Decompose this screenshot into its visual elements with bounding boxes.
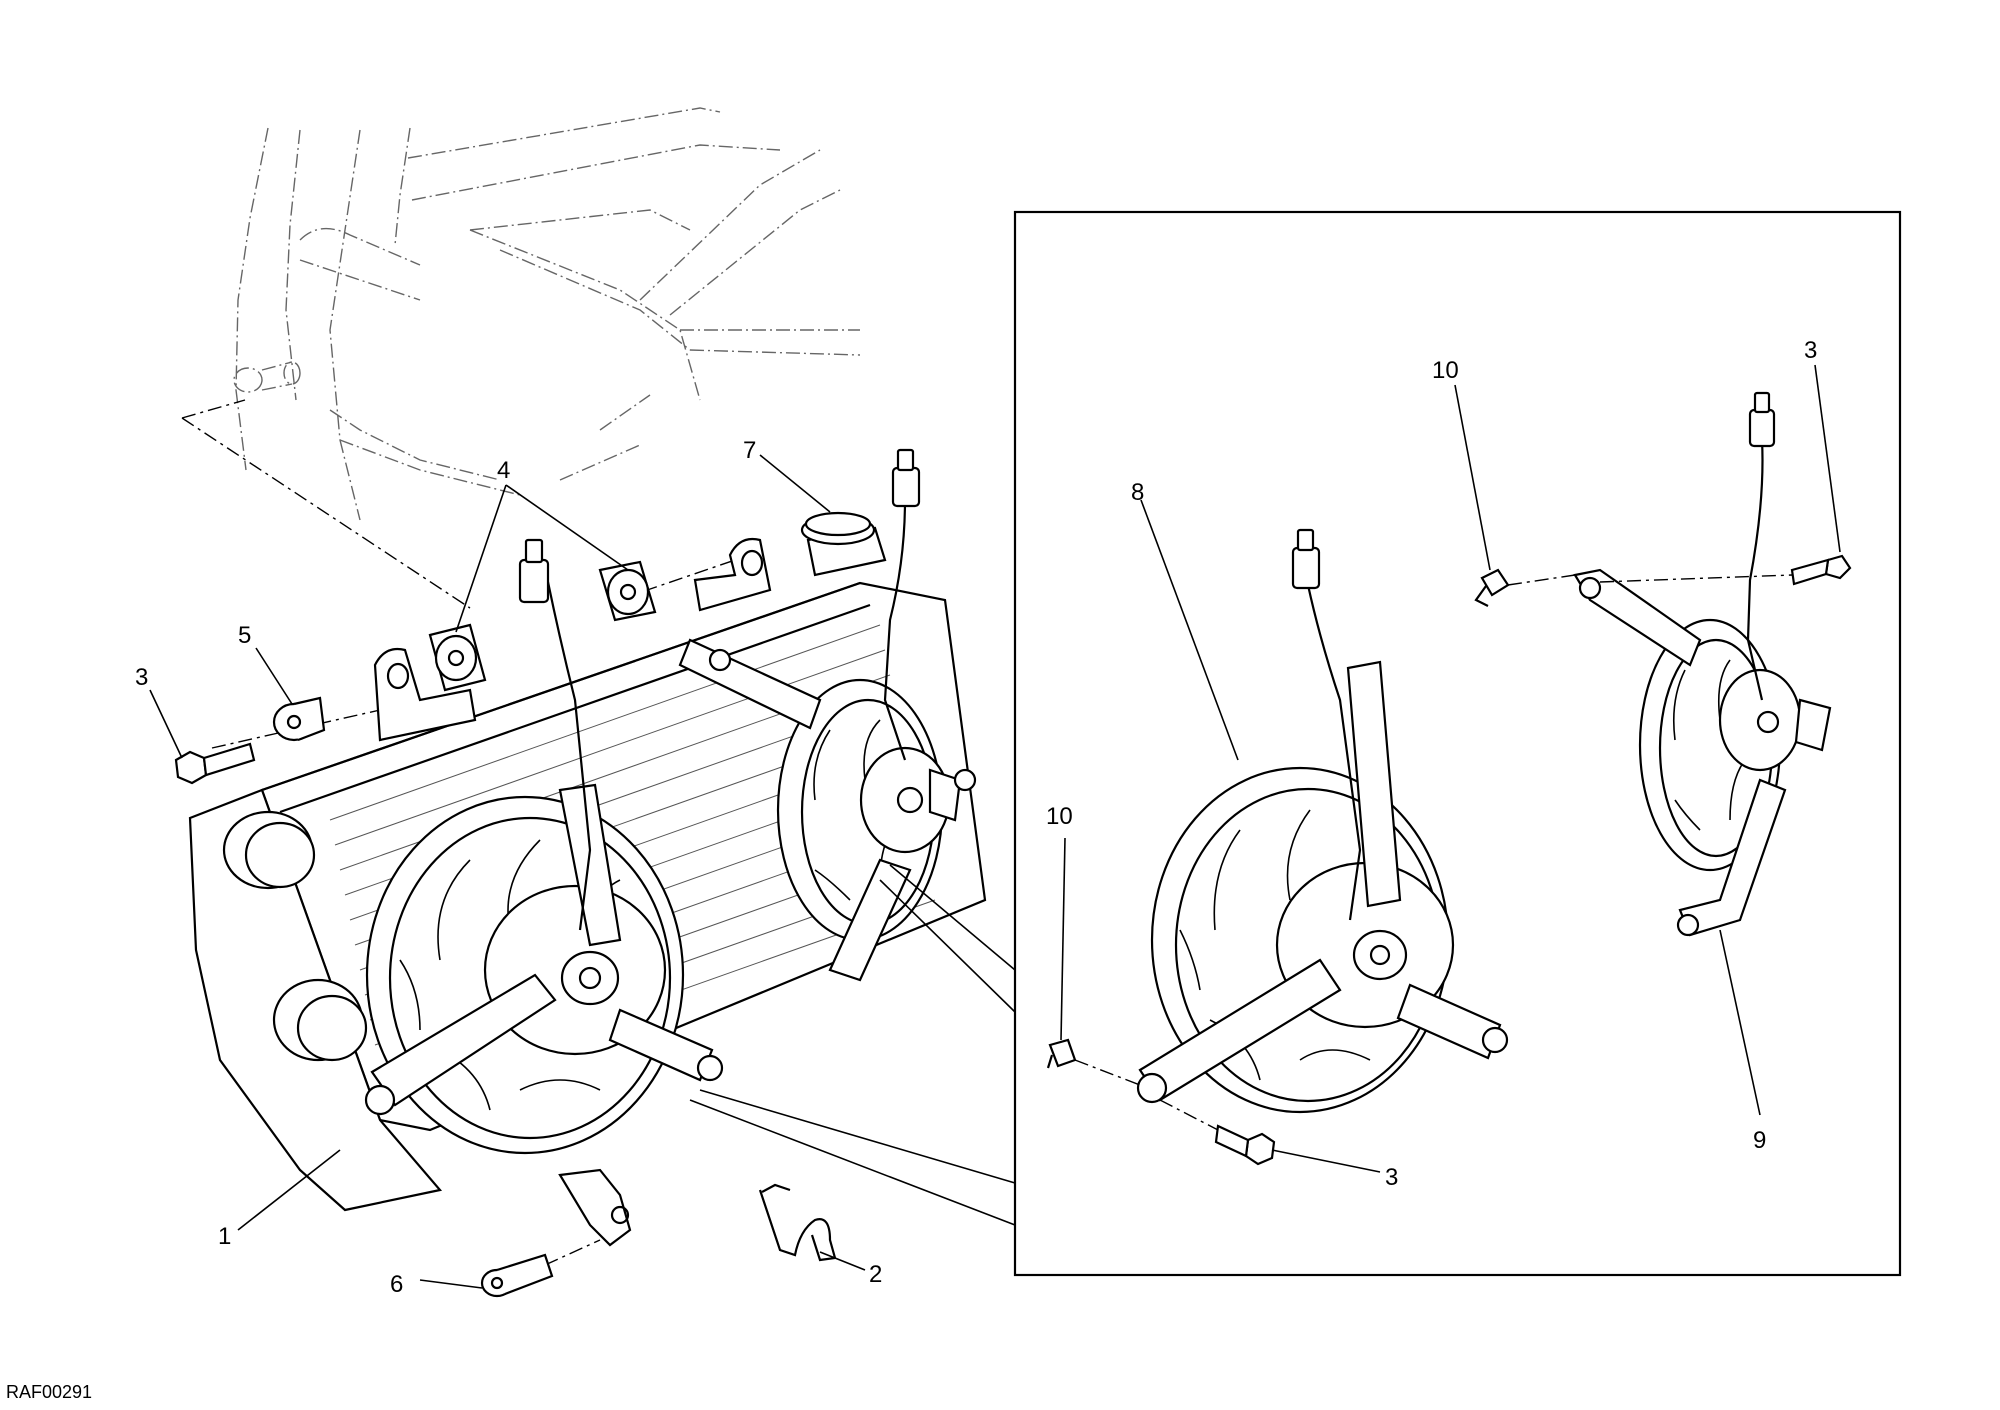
assembly-line-frame-to-mount (181, 399, 471, 609)
rubber-mount-right (598, 560, 657, 622)
callout-3-left: 3 (135, 664, 148, 691)
callout-7: 7 (743, 437, 756, 464)
callout-10-top: 10 (1432, 357, 1459, 384)
bolt-inset-bottom (1214, 1124, 1276, 1166)
bolt-inset-top (1790, 554, 1852, 586)
assembly-line-inset-bolt-top (1599, 574, 1793, 583)
radiator-filler-cap (800, 511, 887, 577)
callout-6: 6 (390, 1271, 403, 1298)
callout-3-inset-bottom: 3 (1385, 1164, 1398, 1191)
cooling-fan-left (364, 538, 724, 1155)
callout-9: 9 (1753, 1127, 1766, 1154)
fan-assembly-8 (1136, 528, 1509, 1114)
inset-leader-upper (879, 879, 1016, 1013)
hose-clamp-2 (758, 1183, 837, 1262)
callout-8: 8 (1131, 479, 1144, 506)
callout-leaders (149, 364, 1841, 1289)
assembly-line-inset-top (1507, 574, 1576, 586)
mounting-pin-6 (480, 1253, 554, 1298)
callout-3-inset-top: 3 (1804, 337, 1817, 364)
inset-leader-bottom (689, 1099, 1016, 1226)
assembly-line-pin-6 (544, 1239, 601, 1266)
speed-nut-10-left (1046, 1038, 1077, 1069)
speed-nut-10-top (1474, 568, 1510, 607)
mount-bracket-left (373, 647, 477, 742)
assembly-line-inset-left (1074, 1059, 1141, 1086)
assembly-line-inset-bolt-bottom (1159, 1099, 1219, 1131)
bolt-left (174, 742, 256, 785)
mount-bracket-right (693, 537, 772, 612)
rubber-mount-left (428, 623, 487, 692)
drawing-code: RAF00291 (6, 1382, 93, 1402)
callout-10-left: 10 (1046, 803, 1073, 830)
callout-4: 4 (497, 457, 510, 484)
inset-leader-mid (889, 864, 1016, 971)
callout-5: 5 (238, 622, 251, 649)
frame-mount-bolt-ghost (233, 361, 301, 393)
fan-assembly-9 (1573, 391, 1832, 937)
callout-2: 2 (869, 1261, 882, 1288)
phantom-frame (235, 107, 861, 521)
callout-1: 1 (218, 1223, 231, 1250)
washer-5 (272, 696, 326, 742)
inset-leader-lower (699, 1089, 1016, 1184)
inset-frame (1013, 210, 1902, 1277)
